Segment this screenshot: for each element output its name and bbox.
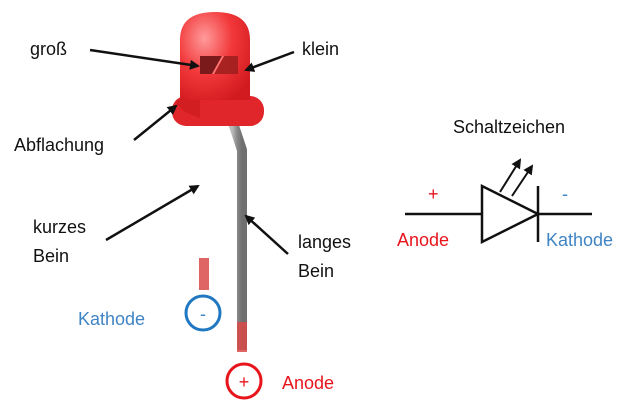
led-anvil-big [200, 56, 222, 74]
label-anode-bottom: Anode [282, 373, 334, 393]
long-leg-tip [237, 322, 247, 352]
arrow-klein [244, 50, 295, 72]
symbol-minus: - [562, 184, 568, 204]
arrow-kurzes-bein [105, 184, 200, 242]
leader-arrows [89, 48, 295, 255]
label-langes-bein-line1: langes [298, 232, 351, 252]
led-circuit-symbol: Schaltzeichen + - Anode Kathode [397, 117, 613, 250]
light-arrow-2 [511, 164, 534, 197]
symbol-anode: Anode [397, 230, 449, 250]
light-arrow-1 [499, 158, 522, 193]
symbol-title: Schaltzeichen [453, 117, 565, 137]
label-klein: klein [302, 39, 339, 59]
led-post-small [214, 56, 238, 74]
long-leg-anode [227, 118, 247, 350]
label-gross: groß [30, 39, 67, 59]
minus-circle [184, 294, 222, 332]
short-leg-tip [199, 258, 209, 290]
label-kurzes-bein-line1: kurzes [33, 217, 86, 237]
led-legs [199, 118, 247, 352]
label-abflachung: Abflachung [14, 135, 104, 155]
symbol-plus: + [428, 184, 439, 204]
plus-circle [225, 362, 263, 400]
arrow-langes-bein [244, 214, 289, 255]
label-langes-bein-line2: Bein [298, 261, 334, 281]
minus-sign: - [200, 304, 206, 324]
symbol-kathode: Kathode [546, 230, 613, 250]
arrow-abflachung [133, 104, 178, 141]
led-body [172, 12, 264, 126]
arrow-gross [89, 48, 200, 70]
label-kurzes-bein-line2: Bein [33, 246, 69, 266]
led-die-gap [212, 56, 224, 74]
plus-sign: + [239, 372, 250, 392]
label-kathode-left: Kathode [78, 309, 145, 329]
symbol-triangle [480, 183, 541, 245]
led-flat-highlight [176, 100, 200, 118]
